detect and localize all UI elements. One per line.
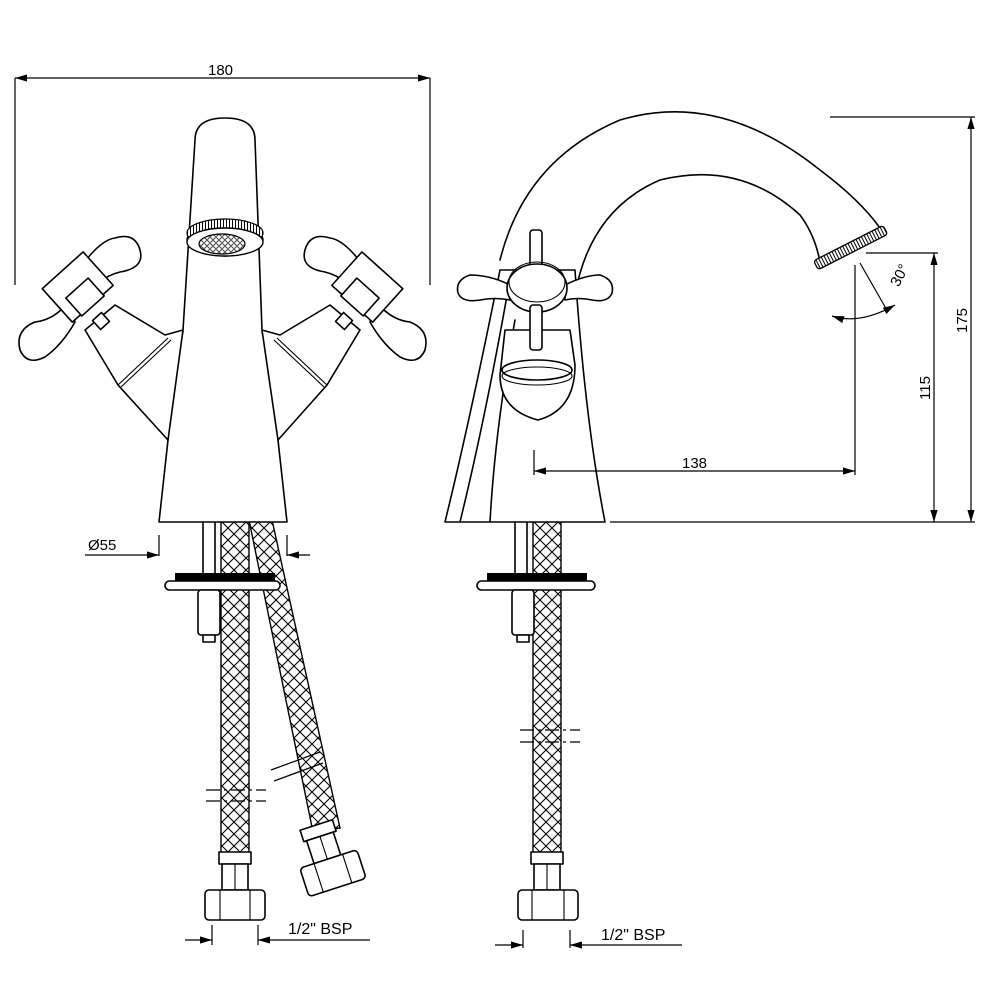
spout-arc bbox=[499, 111, 881, 261]
dimension-spout-height bbox=[866, 252, 938, 522]
front-view bbox=[14, 74, 431, 945]
dimension-connection-side bbox=[495, 930, 682, 949]
left-cross-handle bbox=[18, 235, 142, 362]
side-view bbox=[444, 111, 975, 949]
label-spout-reach: 138 bbox=[682, 455, 708, 472]
dimension-overall-width bbox=[14, 74, 431, 285]
aerator-side bbox=[814, 225, 888, 270]
left-hose bbox=[220, 519, 250, 856]
label-base-diameter: Ø55 bbox=[88, 537, 117, 554]
right-hose bbox=[248, 519, 341, 833]
label-connection-front: 1/2" BSP bbox=[288, 921, 353, 938]
dimension-overall-height bbox=[830, 116, 975, 522]
dimension-connection-front bbox=[185, 925, 370, 945]
label-overall-width: 180 bbox=[208, 62, 234, 79]
side-cross-handle bbox=[456, 229, 614, 351]
aerator-front bbox=[186, 218, 264, 257]
spout-body-front bbox=[158, 117, 288, 523]
dimension-spout-reach bbox=[533, 265, 856, 475]
right-cross-handle bbox=[303, 235, 427, 362]
label-overall-height: 175 bbox=[954, 307, 971, 333]
dimension-base-diameter bbox=[85, 535, 310, 559]
label-spout-height: 115 bbox=[917, 376, 934, 400]
dimension-spout-angle bbox=[831, 262, 896, 324]
label-connection-side: 1/2" BSP bbox=[601, 927, 666, 944]
